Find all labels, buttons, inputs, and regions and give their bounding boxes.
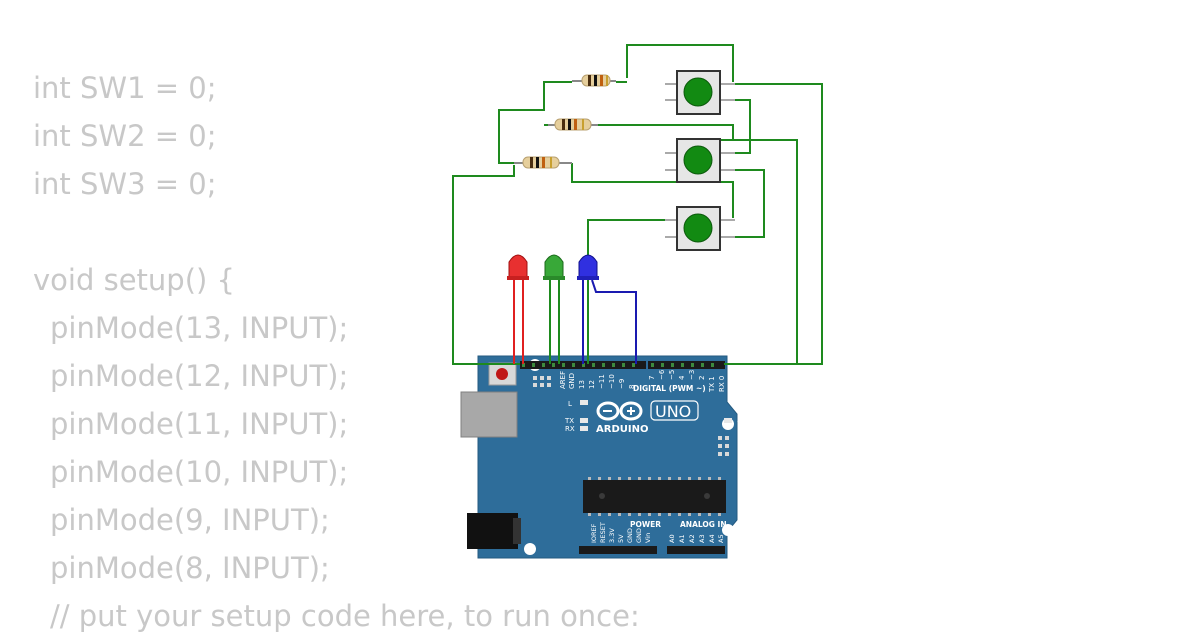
wire[interactable] bbox=[720, 169, 765, 238]
code-line-7: pinMode(11, INPUT); bbox=[50, 407, 349, 441]
tx-led-label: TX bbox=[564, 417, 574, 425]
l-led-label: L bbox=[568, 400, 572, 408]
code-line-10: pinMode(8, INPUT); bbox=[50, 551, 330, 585]
green-wires bbox=[452, 44, 823, 365]
analog-pin-label: A0 bbox=[668, 534, 676, 543]
resistor[interactable] bbox=[572, 74, 616, 87]
pushbutton-2[interactable] bbox=[665, 138, 735, 183]
arduino-uno-board[interactable]: AREF GND 13 12 ~11 ~10 ~9 8 7 ~6 ~5 4 ~3… bbox=[460, 355, 748, 559]
wire[interactable] bbox=[720, 83, 823, 365]
uno-label: UNO bbox=[655, 402, 691, 421]
red-led[interactable] bbox=[507, 254, 529, 280]
power-header bbox=[579, 546, 657, 554]
aref-label: AREF bbox=[559, 371, 567, 389]
pin-label: 2 bbox=[698, 376, 706, 380]
wire[interactable] bbox=[452, 165, 520, 365]
resistor[interactable] bbox=[514, 156, 572, 169]
power-pin-label: GND bbox=[635, 528, 643, 543]
pin-label: 12 bbox=[588, 380, 596, 389]
mounting-hole bbox=[722, 524, 734, 536]
arduino-logo-icon bbox=[596, 401, 643, 421]
pin-label: ~3 bbox=[688, 370, 696, 380]
wire[interactable] bbox=[626, 44, 734, 82]
on-led bbox=[724, 418, 732, 423]
wire[interactable] bbox=[594, 124, 734, 140]
pin-label: 4 bbox=[678, 375, 686, 380]
analog-pin-label: A5 bbox=[717, 534, 725, 543]
gnd-label: GND bbox=[568, 373, 576, 389]
pin-label: ~9 bbox=[618, 379, 626, 389]
pin-label: 8 bbox=[628, 385, 636, 389]
power-pin-label: GND bbox=[626, 528, 634, 543]
code-line-11: // put your setup code here, to run once… bbox=[50, 599, 640, 633]
wire[interactable] bbox=[720, 99, 751, 154]
code-line-3: int SW3 = 0; bbox=[33, 167, 217, 201]
pin-label: 7 bbox=[648, 376, 656, 380]
wire[interactable] bbox=[587, 219, 676, 364]
resistor[interactable] bbox=[548, 118, 598, 131]
pin-label: ~6 bbox=[658, 369, 666, 380]
tx-led bbox=[580, 418, 588, 423]
code-line-1: int SW1 = 0; bbox=[33, 71, 217, 105]
red-wires bbox=[513, 278, 524, 364]
analog-pin-label: A1 bbox=[678, 534, 686, 543]
power-jack bbox=[467, 513, 518, 549]
pushbutton-3[interactable] bbox=[665, 206, 735, 251]
rx-led-label: RX bbox=[565, 425, 575, 433]
analog-label: ANALOG IN bbox=[680, 520, 727, 529]
analog-pin-label: A4 bbox=[708, 534, 716, 543]
code-line-5: pinMode(13, INPUT); bbox=[50, 311, 349, 345]
on-label: ON bbox=[737, 418, 748, 426]
power-pin-label: 3.3V bbox=[608, 528, 616, 543]
rx-led bbox=[580, 426, 588, 431]
power-pin-label: IOREF bbox=[590, 523, 598, 543]
wire[interactable] bbox=[720, 139, 798, 365]
power-pin-label: 5V bbox=[617, 534, 625, 543]
pin-label: 13 bbox=[578, 380, 586, 389]
arduino-brand: ARDUINO bbox=[596, 424, 648, 435]
wire[interactable] bbox=[571, 163, 734, 218]
power-label: POWER bbox=[630, 520, 661, 529]
blue-led[interactable] bbox=[577, 254, 599, 280]
analog-header bbox=[667, 546, 725, 554]
green-led[interactable] bbox=[543, 254, 565, 280]
analog-pin-label: A3 bbox=[698, 534, 706, 543]
code-line-8: pinMode(10, INPUT); bbox=[50, 455, 349, 489]
atmega-chip bbox=[583, 480, 726, 513]
usb-port bbox=[460, 391, 518, 438]
code-line-4: void setup() { bbox=[33, 263, 235, 297]
power-pin-label: RESET bbox=[599, 522, 607, 543]
code-line-9: pinMode(9, INPUT); bbox=[50, 503, 330, 537]
pin-label: ~10 bbox=[608, 374, 616, 389]
digital-header-right bbox=[648, 361, 725, 369]
pushbutton-1[interactable] bbox=[665, 70, 735, 115]
pin-label: RX 0 bbox=[718, 376, 726, 392]
pin-label: TX 1 bbox=[708, 376, 716, 393]
code-line-6: pinMode(12, INPUT); bbox=[50, 359, 349, 393]
pin-label: ~11 bbox=[598, 374, 606, 389]
analog-pin-label: A2 bbox=[688, 534, 696, 543]
l-led bbox=[580, 400, 588, 405]
wire[interactable] bbox=[591, 279, 637, 364]
blue-wires bbox=[582, 278, 637, 364]
power-pin-label: Vin bbox=[644, 533, 652, 543]
digital-label: DIGITAL (PWM ~) bbox=[633, 384, 706, 393]
code-line-2: int SW2 = 0; bbox=[33, 119, 217, 153]
wire[interactable] bbox=[498, 81, 572, 164]
pin-label: ~5 bbox=[668, 370, 676, 380]
mounting-hole bbox=[524, 543, 536, 555]
